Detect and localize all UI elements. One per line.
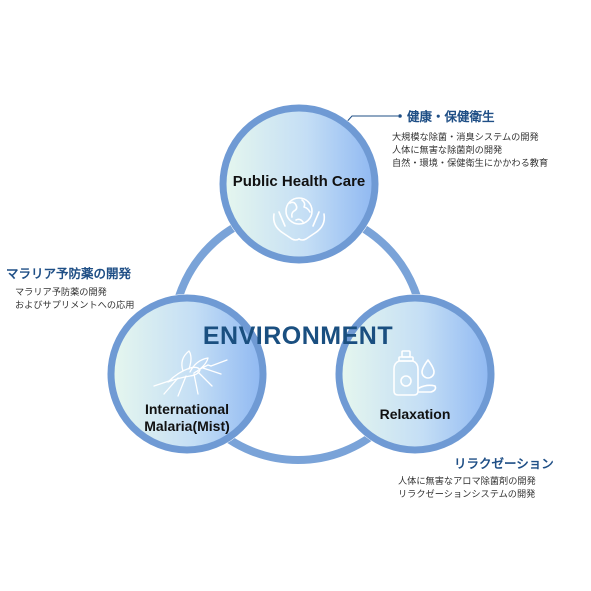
circle-relaxation <box>335 294 495 454</box>
callout-line: 人体に無害なアロマ除菌剤の開発 <box>398 476 536 487</box>
callout-malaria-heading: マラリア予防薬の開発 <box>6 266 132 281</box>
callout-line: 大規模な除菌・消臭システムの開発 <box>392 132 539 143</box>
callout-public-health-heading: 健康・保健衛生 <box>407 109 495 124</box>
malaria-label-line2: Malaria(Mist) <box>144 418 230 434</box>
mosquito-icon <box>153 350 228 397</box>
callout-line: 人体に無害な除菌剤の開発 <box>392 145 503 156</box>
public-health-label: Public Health Care <box>232 173 366 190</box>
callout-public-health-desc: 大規模な除菌・消臭システムの開発 人体に無害な除菌剤の開発 自然・環境・保健衛生… <box>392 131 548 170</box>
callout-relaxation-heading: リラクゼーション <box>454 456 554 471</box>
malaria-label-line1: International <box>144 401 229 417</box>
circle-malaria <box>107 294 267 454</box>
circle-public-health <box>219 104 379 264</box>
malaria-label: International Malaria(Mist) <box>112 401 262 435</box>
spray-bottle-drop-icon <box>393 350 437 396</box>
callout-malaria-desc: マラリア予防薬の開発 およびサプリメントへの応用 <box>15 286 134 312</box>
relaxation-label: Relaxation <box>379 406 451 422</box>
callout-line: リラクゼーションシステムの開発 <box>398 489 536 500</box>
callout-public-health: 健康・保健衛生 <box>407 106 495 125</box>
callout-line: 自然・環境・保健衛生にかかわる教育 <box>392 158 549 169</box>
center-title: ENVIRONMENT <box>202 322 394 350</box>
callout-line: およびサプリメントへの応用 <box>15 300 135 311</box>
callout-relaxation-desc: 人体に無害なアロマ除菌剤の開発 リラクゼーションシステムの開発 <box>398 475 536 501</box>
globe-in-hands-icon <box>272 197 326 241</box>
callout-leader-dot <box>398 114 402 118</box>
callout-line: マラリア予防薬の開発 <box>15 287 107 298</box>
